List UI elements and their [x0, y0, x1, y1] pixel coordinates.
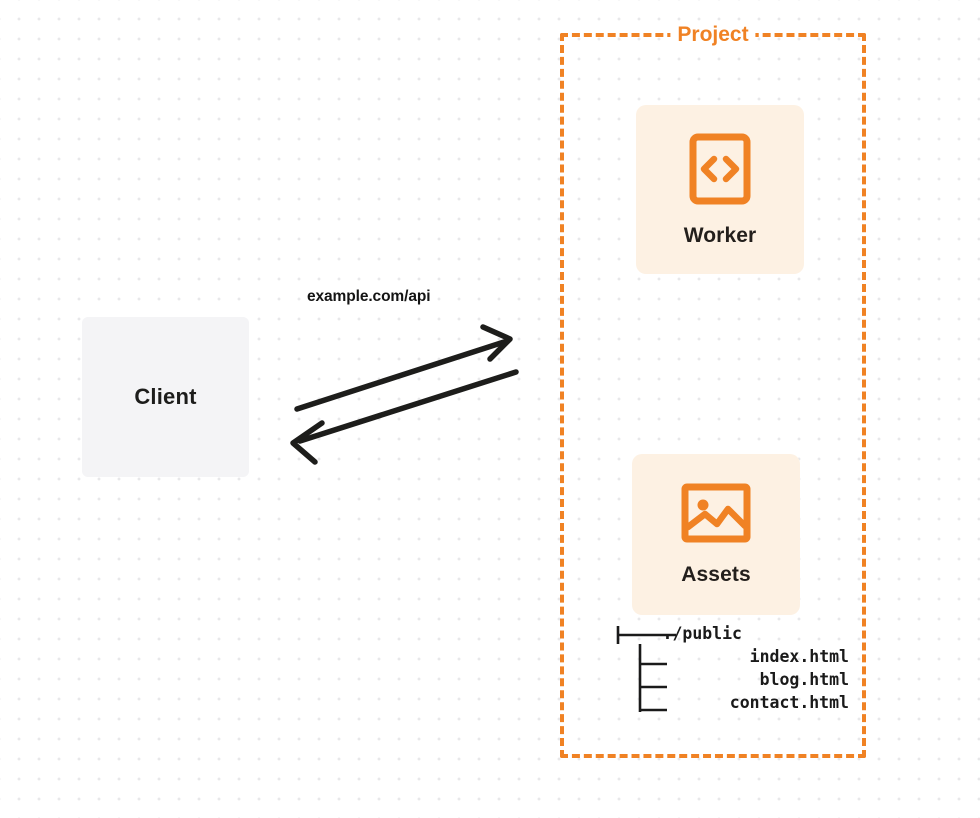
file-tree: ./public index.html blog.html contact.ht…: [604, 622, 849, 714]
file-tree-row[interactable]: blog.html: [604, 668, 849, 691]
code-brackets-icon: [689, 133, 751, 210]
project-container: Project Worker Assets: [560, 22, 866, 758]
file-tree-row-root[interactable]: ./public: [604, 622, 849, 645]
file-tree-connectors: [616, 626, 676, 712]
assets-card[interactable]: Assets: [632, 454, 800, 615]
connector-arrows: [290, 324, 519, 465]
client-node-label: Client: [134, 384, 197, 409]
client-node[interactable]: Client: [82, 317, 249, 477]
worker-card-label: Worker: [683, 224, 757, 247]
file-tree-row[interactable]: index.html: [604, 645, 849, 668]
file-tree-item-label: contact.html: [729, 693, 849, 712]
image-icon: [681, 482, 751, 549]
assets-card-label: Assets: [681, 563, 751, 586]
response-arrow: [290, 369, 519, 465]
file-tree-row[interactable]: contact.html: [604, 691, 849, 714]
worker-card[interactable]: Worker: [636, 105, 804, 274]
request-arrow: [294, 324, 513, 412]
file-tree-root-label: ./public: [662, 624, 742, 643]
connector-label: example.com/api: [307, 288, 431, 305]
project-title: Project: [670, 22, 756, 48]
file-tree-item-label: blog.html: [759, 670, 849, 689]
file-tree-item-label: index.html: [749, 647, 849, 666]
